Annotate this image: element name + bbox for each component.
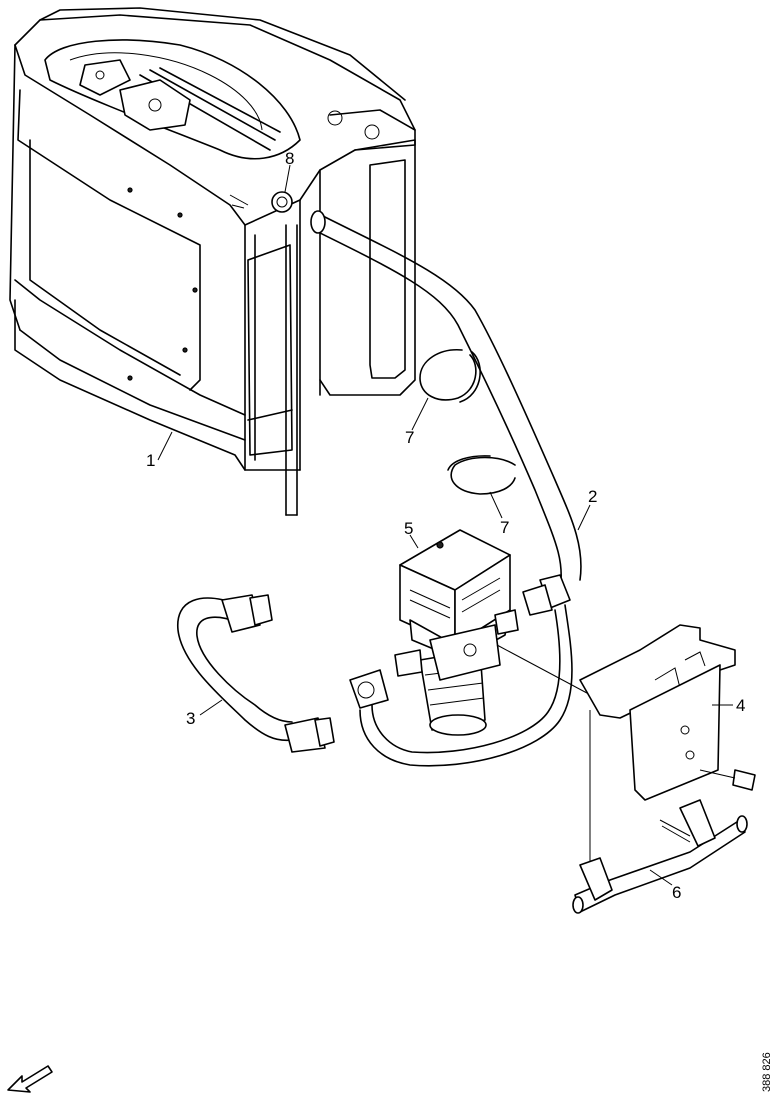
hose-part-3 [177,594,335,753]
pump-unit [349,529,519,736]
pump-lines [359,604,601,767]
tank-assembly [9,7,416,516]
leader-lines [157,164,733,886]
bracket-part-4 [579,624,756,870]
document-id: 388 826 [761,1052,773,1092]
hose-clamps [419,349,516,495]
callout-5: 5 [404,519,413,538]
callout-4: 4 [736,696,745,715]
callout-3: 3 [186,709,195,728]
callout-2: 2 [588,487,597,506]
hose-part-2 [310,210,582,616]
callout-1: 1 [146,451,155,470]
callout-6: 6 [672,883,681,902]
callout-7-lower: 7 [500,518,509,537]
bracket-part-6 [572,799,748,914]
direction-arrow-icon [7,1065,53,1093]
callout-7-upper: 7 [405,428,414,447]
callout-8: 8 [285,149,294,168]
